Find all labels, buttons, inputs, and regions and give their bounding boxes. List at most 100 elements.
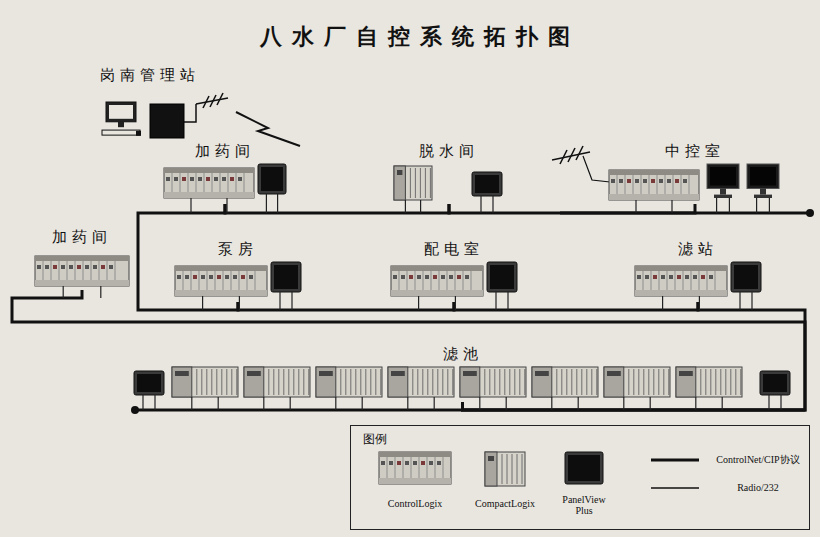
device-leg [142,395,143,410]
device-leg [551,397,552,410]
device-icon [164,168,254,198]
device-leg [420,200,421,213]
device-leg [226,198,227,213]
device-icon [150,104,184,138]
device-leg [780,395,781,410]
legend-text: CompactLogix [465,498,545,509]
device-leg [290,397,291,410]
device-leg [405,200,406,213]
device-leg [506,397,507,410]
device-icon [485,452,525,486]
station-name: 加药间 [195,142,255,160]
device-leg [662,296,663,310]
device-leg [455,296,456,310]
station-name: 脱水间 [419,142,479,160]
device-leg [699,296,700,310]
device-leg [716,198,717,213]
device-icon [487,262,517,292]
device-icon [391,266,483,296]
device-leg [722,397,723,410]
controlnet-bus [449,204,695,213]
antenna [217,93,223,105]
station-name: 加药间 [52,228,112,246]
device-icon [460,367,526,397]
device-leg [418,296,419,310]
device-icon [565,452,603,484]
device-icon [258,164,286,194]
device-leg [739,292,740,310]
controlnet-bus [12,290,805,410]
device-icon [472,172,502,196]
station-name: 滤池 [443,345,483,363]
bus-terminator [806,209,814,217]
diagram-title: 八水厂自控系统拓扑图 [0,22,820,52]
device-leg [218,397,219,410]
device-icon [731,262,761,292]
station-name: 中控室 [665,142,725,160]
device-leg [202,296,203,310]
legend-text: Radio/232 [723,482,793,493]
antenna [210,95,216,107]
station-group: 加药间 [160,142,290,204]
device-icon [271,262,301,292]
station-group: 滤池 [130,345,795,402]
device-leg [191,397,192,410]
device-icon [35,256,129,286]
device-leg [769,198,770,213]
antenna [568,148,575,162]
radio-link [236,112,300,146]
device-icon [102,102,141,136]
device-leg [492,196,493,213]
legend-text: ControlNet/CIP协议 [709,454,807,465]
device-icon [532,367,598,397]
device-icon [760,371,790,395]
antenna [203,96,209,108]
device-icon [244,367,310,397]
device-icon [388,367,454,397]
station-name: 泵房 [218,240,258,258]
legend-text: PanelView Plus [557,494,611,516]
station-group: 中控室 [605,142,785,204]
station-group: 滤站 [632,240,764,302]
legend-title: 图例 [363,431,387,448]
antenna [576,146,583,160]
bus-terminator [131,406,139,414]
device-leg [507,292,508,310]
antenna-cable [583,156,610,182]
device-leg [623,397,624,410]
station-name: 滤站 [678,240,718,258]
device-leg [263,397,264,410]
device-icon [134,371,164,395]
device-leg [277,194,278,213]
device-leg [671,200,672,213]
device-leg [695,397,696,410]
station-group: 配电室 [388,240,520,302]
device-icon [604,367,670,397]
device-leg [63,286,64,298]
station-name: 配电室 [424,240,484,258]
device-leg [279,292,280,310]
device-leg [480,196,481,213]
device-icon [676,367,742,397]
device-icon [379,452,451,484]
antenna-cable [184,104,196,122]
controlnet-bus [238,302,454,310]
device-icon [316,367,382,397]
station-group: 加药间 [32,228,132,290]
device-icon [609,170,699,200]
station-group: 脱水间 [388,142,510,204]
device-leg [239,296,240,310]
device-leg [756,198,757,213]
device-leg [729,198,730,213]
controlnet-bus [454,302,698,310]
device-leg [479,397,480,410]
legend-box: 图例ControlLogixCompactLogixPanelView Plus… [350,425,810,530]
device-icon [172,367,238,397]
device-leg [335,397,336,410]
station-name: 岗南管理站 [100,66,200,84]
station-group: 泵房 [172,240,304,302]
device-icon [635,266,727,296]
antenna [560,150,567,164]
device-leg [291,292,292,310]
device-icon [394,166,432,200]
